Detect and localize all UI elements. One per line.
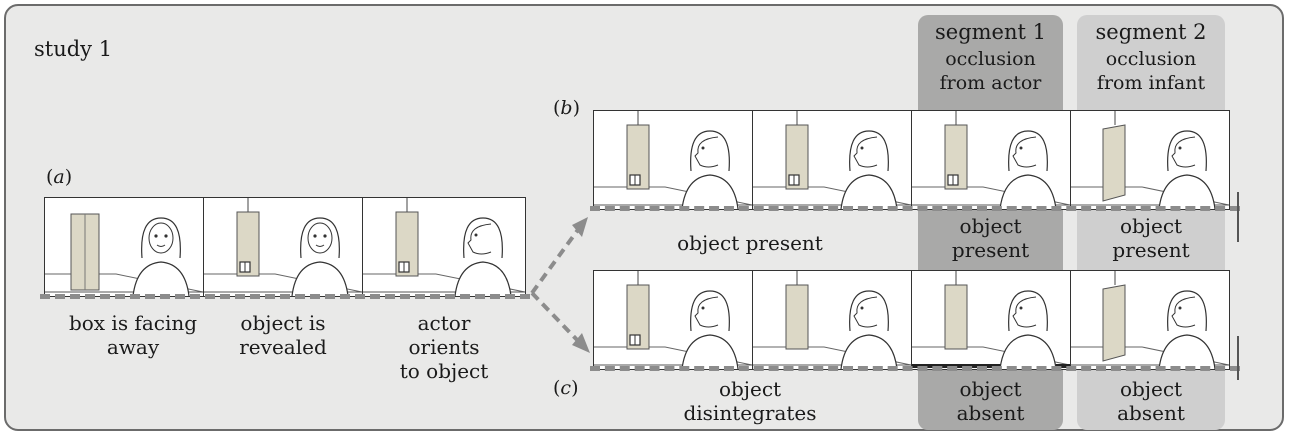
box xyxy=(236,211,260,277)
box xyxy=(395,211,419,277)
actor-eye xyxy=(1178,146,1182,150)
panel-c-label: (c) xyxy=(553,377,579,399)
actor-body xyxy=(1158,174,1216,209)
actor-body xyxy=(1158,334,1216,369)
segment-2-title: segment 2 xyxy=(1095,20,1207,44)
actor-mouth xyxy=(156,244,166,247)
panel-b-scene-1 xyxy=(593,110,753,210)
actor-face xyxy=(148,222,174,254)
panel-a-caption-2-line1: object is xyxy=(240,311,326,335)
panel-b-label: (b) xyxy=(553,97,581,119)
actor-mouth xyxy=(315,244,325,247)
panel-b-seg2-caption-line1: object xyxy=(1119,214,1183,238)
panel-c-timeline xyxy=(590,366,1240,371)
panel-a-caption-2-line2: revealed xyxy=(239,335,327,359)
panel-c-caption-line2: disintegrates xyxy=(683,401,817,425)
actor-face xyxy=(694,136,719,168)
actor-face xyxy=(853,136,878,168)
actor-face xyxy=(1171,136,1196,168)
panel-b-caption: object present xyxy=(677,231,823,255)
box xyxy=(944,284,968,350)
actor-eye xyxy=(1019,306,1023,310)
panel-c-seg2-caption-line2: absent xyxy=(1117,401,1185,425)
branch-arrows xyxy=(530,217,590,353)
actor-face xyxy=(1012,296,1037,328)
panel-a-scene-1 xyxy=(44,197,204,297)
panel-a-caption-1-line2: away xyxy=(106,335,160,359)
panel-a-caption-3-line3: to object xyxy=(399,359,489,383)
panel-b-timeline xyxy=(590,206,1240,211)
study-label: study 1 xyxy=(34,37,113,61)
box xyxy=(626,284,650,350)
actor-face xyxy=(467,223,492,255)
actor-body xyxy=(840,334,898,369)
segment-2-subtitle-line2: from infant xyxy=(1096,72,1206,94)
segment-1-subtitle-line1: occlusion xyxy=(945,48,1036,70)
segment-1-subtitle-line2: from actor xyxy=(939,72,1042,94)
actor-body xyxy=(132,261,190,296)
panel-b-scene-4 xyxy=(1070,110,1230,210)
panel-a-caption-3-line2: orients xyxy=(408,335,480,359)
box xyxy=(785,284,809,350)
box xyxy=(1102,124,1126,202)
panel-b-scene-3 xyxy=(911,110,1071,210)
box xyxy=(944,124,968,190)
panel-b-seg1-caption-line1: object xyxy=(959,214,1022,238)
box xyxy=(1102,284,1126,362)
panel-a-label: (a) xyxy=(46,166,73,188)
panel-b-seg2-caption-line2: present xyxy=(1112,238,1190,262)
segment-1-title: segment 1 xyxy=(935,20,1046,44)
segment-2-subtitle-line1: occlusion xyxy=(1105,48,1197,70)
panel-b-scene-2 xyxy=(752,110,912,210)
box xyxy=(785,124,809,190)
panel-a-caption-3-line1: actor xyxy=(417,311,471,335)
panel-c-seg1-caption-line1: object xyxy=(959,377,1022,401)
actor-face xyxy=(853,296,878,328)
actor-body xyxy=(681,334,739,369)
actor-eye-right xyxy=(323,234,327,238)
panel-c-caption-line1: object xyxy=(718,377,782,401)
panel-c-scene-2 xyxy=(752,270,912,370)
actor-body xyxy=(999,334,1057,369)
panel-c-scene-4 xyxy=(1070,270,1230,370)
actor-face xyxy=(1171,296,1196,328)
actor-eye xyxy=(860,306,864,310)
actor-body xyxy=(681,174,739,209)
actor-eye-left xyxy=(313,234,317,238)
panel-a-timeline xyxy=(40,294,530,299)
actor-eye xyxy=(860,146,864,150)
panel-b-end-tick xyxy=(1237,192,1239,242)
actor-eye xyxy=(474,233,478,237)
panel-a-scene-3 xyxy=(362,197,526,297)
actor-body xyxy=(454,261,512,296)
panel-c-scene-3 xyxy=(911,270,1071,370)
actor-body xyxy=(999,174,1057,209)
panel-c-seg2-caption-line1: object xyxy=(1119,377,1183,401)
actor-eye xyxy=(1178,306,1182,310)
actor-body xyxy=(291,261,349,296)
actor-eye xyxy=(701,306,705,310)
actor-face xyxy=(694,296,719,328)
panel-c-seg1-caption-line2: absent xyxy=(956,401,1025,425)
panel-a-caption-1-line1: box is facing xyxy=(68,311,198,335)
actor-body xyxy=(840,174,898,209)
box xyxy=(626,124,650,190)
panel-a-scene-2 xyxy=(203,197,363,297)
actor-face xyxy=(307,222,333,254)
actor-eye xyxy=(701,146,705,150)
actor-eye xyxy=(1019,146,1023,150)
actor-eye-right xyxy=(164,234,168,238)
panel-b-seg1-caption-line2: present xyxy=(951,238,1030,262)
panel-c-scene-1 xyxy=(593,270,753,370)
actor-eye-left xyxy=(154,234,158,238)
actor-face xyxy=(1012,136,1037,168)
panel-c-end-tick xyxy=(1237,336,1239,380)
